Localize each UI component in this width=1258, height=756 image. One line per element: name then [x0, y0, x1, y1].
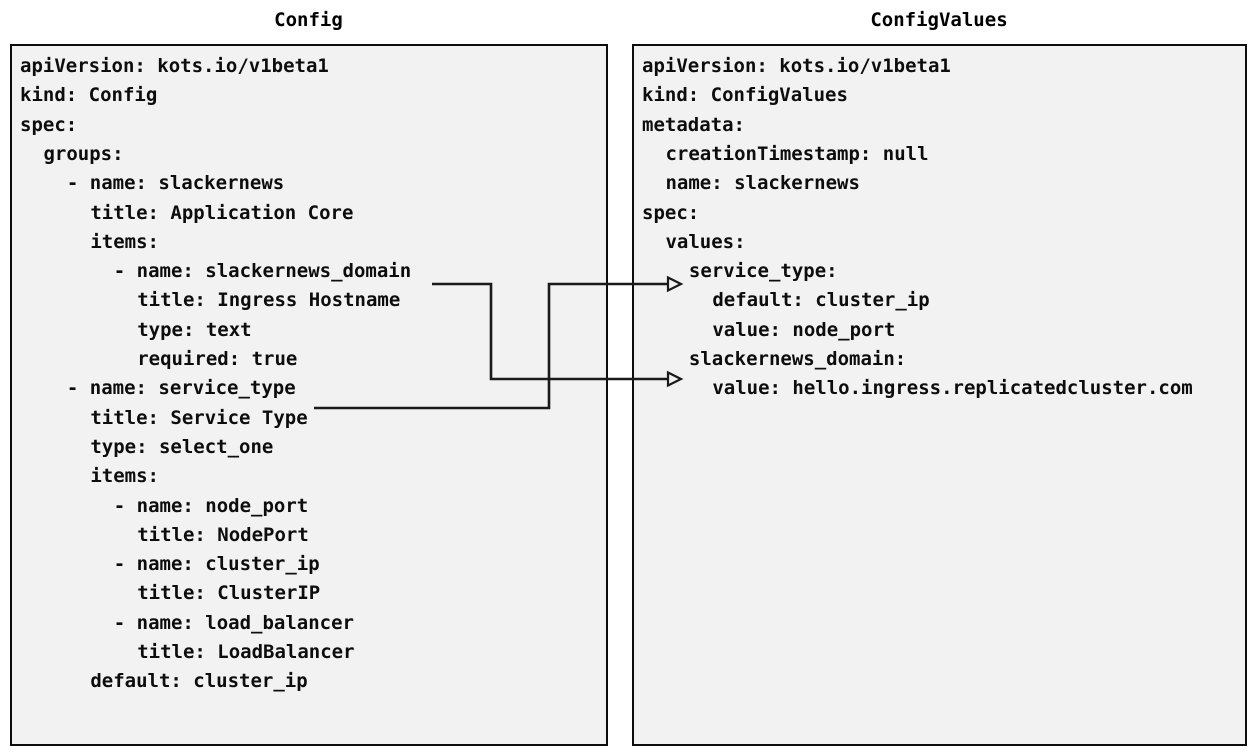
yaml-line: creationTimestamp: null	[665, 142, 929, 165]
yaml-line: groups:	[43, 142, 124, 165]
yaml-line: title: Service Type	[90, 406, 308, 429]
yaml-line: value: node_port	[712, 318, 896, 341]
yaml-line: values:	[665, 230, 746, 253]
yaml-line: default: cluster_ip	[90, 670, 308, 693]
yaml-line: apiVersion: kots.io/v1beta1	[20, 55, 329, 77]
yaml-line: kind: ConfigValues	[642, 84, 848, 107]
yaml-line: title: LoadBalancer	[137, 641, 355, 663]
yaml-line: - name: slackernews	[66, 172, 285, 195]
yaml-line: name: slackernews	[665, 172, 860, 195]
yaml-line: type: select_one	[90, 435, 274, 458]
yaml-line: - name: slackernews_domain	[113, 260, 412, 283]
yaml-line: title: NodePort	[137, 523, 309, 546]
configvalues-panel-title: ConfigValues	[870, 9, 1008, 31]
yaml-line: service_type:	[688, 260, 838, 283]
yaml-line: - name: load_balancer	[113, 611, 354, 634]
yaml-line: apiVersion: kots.io/v1beta1	[642, 55, 951, 77]
yaml-line: title: ClusterIP	[137, 582, 321, 605]
yaml-line: - name: node_port	[113, 494, 309, 517]
yaml-line: items:	[90, 230, 159, 253]
yaml-line: value: hello.ingress.replicatedcluster.c…	[712, 377, 1193, 400]
yaml-line: - name: service_type	[66, 377, 296, 400]
config-yaml-code: apiVersion: kots.io/v1beta1 kind: Config s…	[12, 46, 606, 744]
yaml-line: items:	[90, 465, 159, 488]
yaml-line: metadata:	[642, 113, 745, 136]
yaml-line: required: true	[137, 348, 298, 370]
yaml-line: - name: cluster_ip	[113, 553, 320, 576]
yaml-line: title: Application Core	[90, 201, 354, 224]
yaml-line: title: Ingress Hostname	[137, 289, 401, 312]
yaml-line: default: cluster_ip	[712, 289, 930, 312]
config-panel-title: Config	[274, 9, 343, 31]
yaml-line: spec:	[20, 113, 78, 136]
configvalues-yaml-code: apiVersion: kots.io/v1beta1 kind: ConfigV…	[634, 46, 1245, 744]
config-yaml-panel: apiVersion: kots.io/v1beta1 kind: Config s…	[10, 44, 608, 746]
yaml-line: kind: Config	[20, 84, 158, 107]
yaml-line: type: text	[137, 318, 252, 341]
yaml-line: slackernews_domain:	[688, 348, 907, 370]
configvalues-yaml-panel: apiVersion: kots.io/v1beta1 kind: ConfigV…	[632, 44, 1247, 746]
yaml-line: spec:	[642, 201, 700, 224]
